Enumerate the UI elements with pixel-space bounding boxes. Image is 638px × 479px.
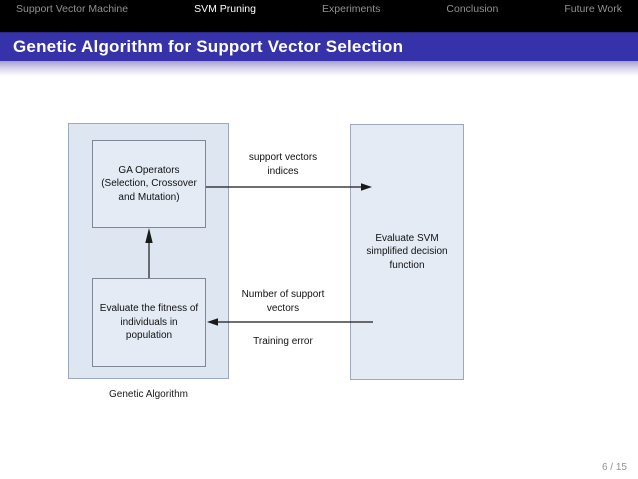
nav-section-future-work[interactable]: Future Work xyxy=(564,3,622,15)
ga-operators-text: GA Operators (Selection, Crossover and M… xyxy=(101,164,197,203)
number-of-support-vectors-label: Number of support vectors xyxy=(241,289,325,314)
title-bar-shadow xyxy=(0,61,638,77)
diagram-caption: Genetic Algorithm xyxy=(109,389,188,400)
arrow-right-support-vectors xyxy=(206,183,372,191)
arrow-left-training-error xyxy=(207,318,373,326)
nav-section-experiments[interactable]: Experiments xyxy=(322,3,381,15)
nav-section-svm-pruning[interactable]: SVM Pruning xyxy=(194,3,256,15)
nav-section-support-vector-machine[interactable]: Support Vector Machine xyxy=(16,3,129,15)
section-navigation-bar: Support Vector Machine SVM Pruning Exper… xyxy=(0,0,638,32)
support-vectors-indices-label: support vectors indices xyxy=(248,152,318,177)
evaluate-svm-box: Evaluate SVM simplified decision functio… xyxy=(350,124,464,380)
training-error-label: Training error xyxy=(253,336,313,347)
frame-title: Genetic Algorithm for Support Vector Sel… xyxy=(13,37,404,56)
evaluate-fitness-text: Evaluate the fitness of individuals in p… xyxy=(99,303,199,342)
evaluate-svm-text: Evaluate SVM simplified decision functio… xyxy=(366,232,448,271)
nav-section-conclusion[interactable]: Conclusion xyxy=(446,3,499,15)
page-number: 6 / 15 xyxy=(601,462,627,473)
evaluate-fitness-box: Evaluate the fitness of individuals in p… xyxy=(92,278,206,367)
ga-operators-box: GA Operators (Selection, Crossover and M… xyxy=(92,140,206,228)
frame-title-bar: Genetic Algorithm for Support Vector Sel… xyxy=(0,32,638,61)
